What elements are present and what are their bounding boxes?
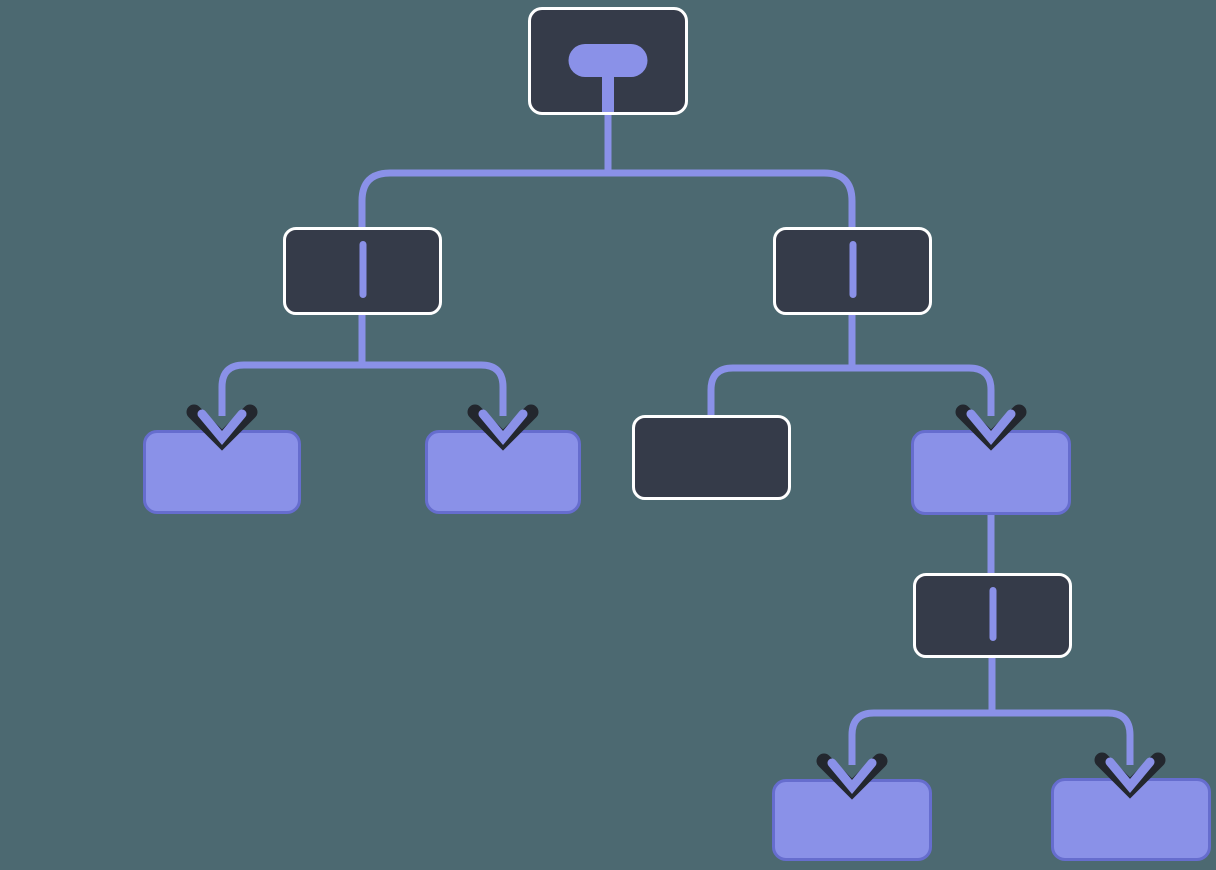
- node-leaf-right-a[interactable]: [632, 415, 791, 500]
- node-branch-right[interactable]: [773, 227, 932, 315]
- pass-through-line-icon: [989, 587, 996, 641]
- node-right-b[interactable]: [911, 430, 1071, 515]
- node-root[interactable]: [528, 7, 688, 115]
- node-leaf-left-a[interactable]: [143, 430, 301, 514]
- node-leaf-bottom-b[interactable]: [1051, 778, 1211, 861]
- edge-branch-bottom-split: [848, 709, 1134, 765]
- pass-through-line-icon: [359, 241, 366, 298]
- pill-stem: [602, 68, 614, 112]
- node-leaf-bottom-a[interactable]: [772, 779, 932, 861]
- node-branch-left[interactable]: [283, 227, 442, 315]
- node-branch-bottom[interactable]: [913, 573, 1072, 658]
- edge-root-split: [358, 169, 856, 227]
- edge-branch-right-split: [707, 364, 995, 416]
- edge-branch-left-split: [218, 361, 507, 416]
- node-leaf-left-b[interactable]: [425, 430, 581, 514]
- pass-through-line-icon: [849, 241, 856, 298]
